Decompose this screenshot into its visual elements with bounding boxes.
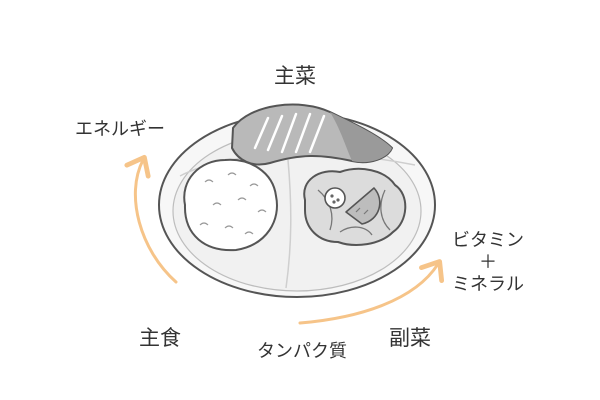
vitamin-text: ビタミン <box>452 230 524 251</box>
rice-icon <box>183 158 278 252</box>
vitamin-mineral-label: ビタミン ＋ ミネラル <box>438 230 538 296</box>
staple-food-label: 主食 <box>139 326 181 350</box>
energy-arrow <box>124 154 178 284</box>
vitamin-mineral-arrow <box>298 259 445 325</box>
energy-label: エネルギー <box>75 119 165 140</box>
mineral-text: ミネラル <box>452 274 524 295</box>
plus-text: ＋ <box>479 252 497 273</box>
grilled-fish-icon <box>231 103 393 166</box>
salad-icon <box>303 167 407 246</box>
protein-label: タンパク質 <box>257 341 347 362</box>
side-dish-label: 副菜 <box>389 326 431 350</box>
main-dish-label: 主菜 <box>274 64 316 88</box>
